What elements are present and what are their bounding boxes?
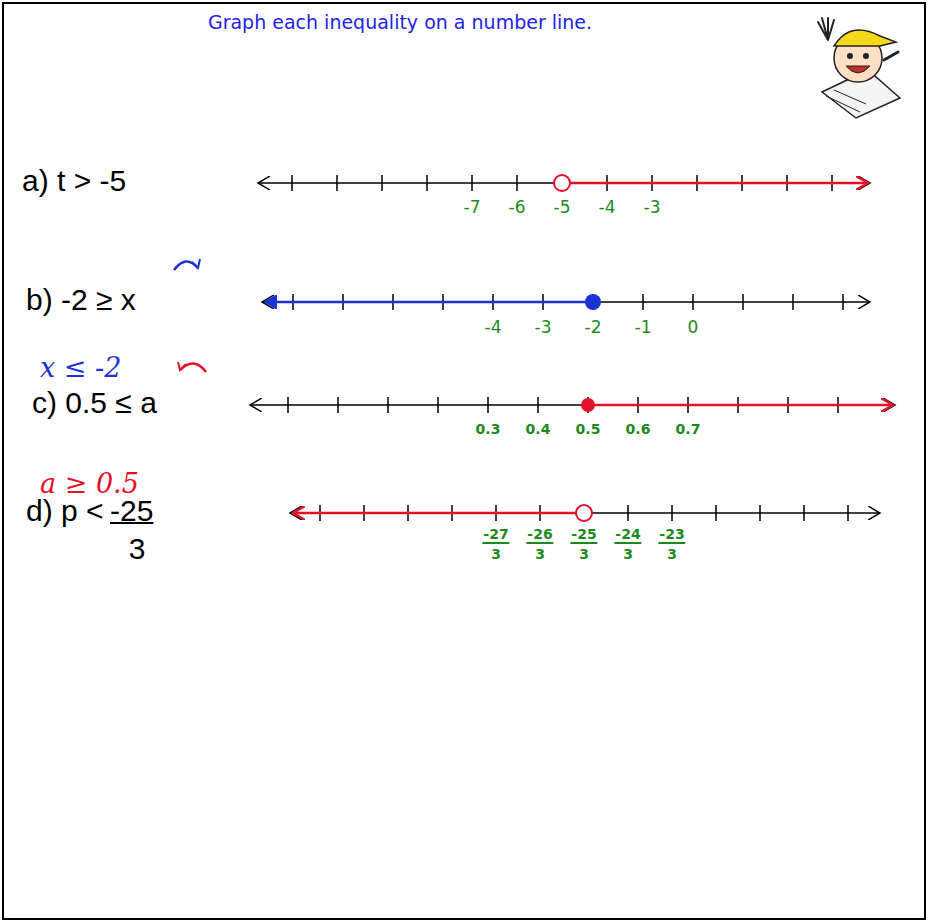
tick-denominator: 3	[667, 546, 677, 562]
tick-label: 0.6	[626, 421, 651, 437]
tick-numerator: -27	[482, 526, 509, 544]
number-line-c	[178, 362, 895, 413]
tick-label: 0.3	[476, 421, 501, 437]
tick-denominator: 3	[623, 546, 633, 562]
tick-label: 0	[688, 318, 699, 338]
tick-label: -6	[509, 198, 526, 218]
page-frame	[3, 3, 925, 919]
tick-label: -4	[485, 318, 502, 338]
tick-label: 0.7	[676, 421, 701, 437]
tick-label: -7	[464, 198, 481, 218]
tick-denominator: 3	[491, 546, 501, 562]
tick-numerator: -23	[658, 526, 685, 544]
number-line-b	[174, 259, 870, 310]
tick-label: 0.4	[526, 421, 551, 437]
problem-label: a) t > -5	[22, 164, 126, 199]
tick-numerator: -25	[570, 526, 597, 544]
problem-label: c) 0.5 ≤ a	[32, 386, 157, 421]
tick-numerator: -26	[526, 526, 553, 544]
fraction-denominator: 3	[129, 532, 146, 567]
problem-label: d) p <	[26, 494, 104, 529]
number-line-d	[290, 505, 880, 521]
number-line-a	[258, 175, 870, 191]
worksheet-title: Graph each inequality on a number line.	[208, 12, 592, 34]
fraction-numerator: -25	[110, 494, 153, 529]
tick-denominator: 3	[579, 546, 589, 562]
tick-label: -1	[635, 318, 652, 338]
tick-label: 0.5	[576, 421, 601, 437]
rewritten-inequality: x ≤ -2	[40, 352, 121, 383]
tick-numerator: -24	[614, 526, 641, 544]
tick-label: -2	[585, 318, 602, 338]
tick-label: -5	[554, 198, 571, 218]
tick-label: -3	[644, 198, 661, 218]
cartoon-boy	[818, 18, 900, 118]
tick-label: -3	[535, 318, 552, 338]
tick-label: -4	[599, 198, 616, 218]
problem-label: b) -2 ≥ x	[26, 283, 136, 318]
tick-denominator: 3	[535, 546, 545, 562]
